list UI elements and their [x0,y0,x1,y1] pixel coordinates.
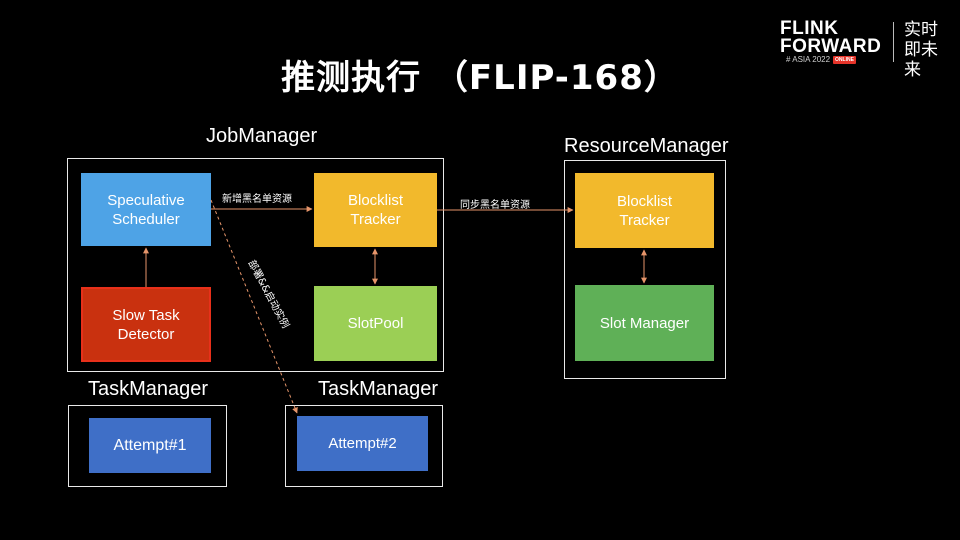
edge-label-add-blocklist: 新增黑名单资源 [222,194,292,205]
page-title: 推测执行 （FLIP-168） [281,58,679,98]
taskmanager2-label: TaskManager [318,378,439,400]
slot-manager-box: Slot Manager [575,285,714,361]
taskmanager2-container [285,405,443,487]
taskmanager1-container [68,405,227,487]
logo-sub-text: # ASIA 2022 [786,55,831,64]
slow-task-detector-box: Slow Task Detector [81,287,211,362]
attempt2-box: Attempt#2 [297,416,428,471]
resourcemanager-container [564,160,726,379]
taskmanager1-label: TaskManager [88,378,209,400]
logo-line2: FORWARD [780,36,882,57]
blocklist-tracker-jm-box: Blocklist Tracker [314,173,437,247]
slotpool-box: SlotPool [314,286,437,361]
edge-label-sync-blocklist: 同步黑名单资源 [460,200,530,211]
logo-badge: ONLINE [833,55,856,64]
logo-divider [893,22,894,62]
blocklist-tracker-rm-box: Blocklist Tracker [575,173,714,248]
jobmanager-label: JobManager [206,125,318,147]
arrow-scheduler-to-attempt2 [210,199,298,414]
speculative-scheduler-box: Speculative Scheduler [81,173,211,246]
logo-line1: FLINK [780,18,839,39]
resourcemanager-label: ResourceManager [564,135,729,157]
logo-chinese-tagline: 实时即未来 [904,20,938,80]
logo-subtitle: # ASIA 2022 ONLINE [786,55,856,64]
jobmanager-container [67,158,444,372]
attempt1-box: Attempt#1 [89,418,211,473]
flink-forward-logo: FLINK FORWARD [780,18,882,57]
